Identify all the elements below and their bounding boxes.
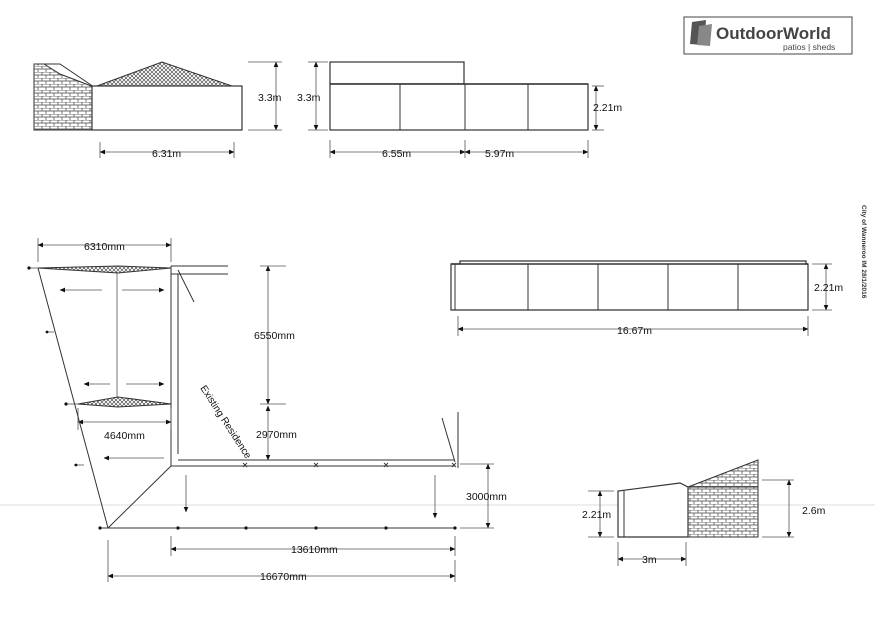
plan-offset-label: 2970mm: [256, 429, 297, 441]
end-left-height-label: 2.21m: [582, 509, 611, 521]
end-elevation: 2.21m 2.6m 3m: [582, 459, 826, 566]
patio-front-frame: [91, 85, 243, 131]
existing-house-outline: [329, 61, 465, 85]
plan-left-boundary: [37, 267, 109, 529]
end-house-brick-wall: [687, 486, 759, 538]
plan-corner-diagonal: [107, 465, 172, 529]
existing-house-brick-wall: [33, 63, 95, 131]
front-elevation: 6.31m 3.3m: [33, 61, 282, 160]
plan-depth-label: 3000mm: [466, 491, 507, 503]
plan-total-length-label: 16670mm: [260, 571, 307, 583]
long-width-label: 16.67m: [617, 325, 652, 337]
site-plan: 6310mm 4640mm 6550mm 2970mm: [27, 238, 507, 583]
plan-inner-length-label: 13610mm: [291, 544, 338, 556]
side-inner-height-label: 2.21m: [593, 102, 622, 114]
council-stamp: City of Wanneroo IM 28/1/2016: [860, 205, 867, 299]
existing-residence-label: Existing Residence: [197, 384, 253, 462]
long-elevation: 2.21m 16.67m: [450, 260, 843, 337]
company-logo: OutdoorWorld patios | sheds: [683, 16, 853, 55]
front-width-label: 6.31m: [152, 148, 181, 160]
plan-top-ridge: [37, 265, 172, 274]
logo-name: OutdoorWorld: [716, 24, 831, 43]
patio-side-frame: [329, 83, 589, 131]
wall-post-markers: [242, 462, 457, 468]
long-height-label: 2.21m: [814, 282, 843, 294]
side-width-b-label: 5.97m: [485, 148, 514, 160]
plan-lower-width-label: 4640mm: [104, 430, 145, 442]
patio-gable-roof: [96, 61, 233, 87]
end-right-height-label: 2.6m: [802, 505, 826, 517]
long-elevation-frame: [450, 260, 809, 311]
logo-mark-shade-icon: [697, 24, 712, 46]
side-outer-height-label: 3.3m: [297, 92, 321, 104]
end-patio-frame: [617, 482, 689, 538]
end-width-label: 3m: [642, 554, 657, 566]
plan-top-width-label: 6310mm: [84, 241, 125, 253]
front-height-label: 3.3m: [258, 92, 282, 104]
front-post-dots: [98, 526, 457, 530]
side-elevation: 3.3m 2.21m 6.55m 5.97m: [297, 61, 622, 160]
plan-lower-ridge: [77, 396, 172, 408]
plan-vertical-label: 6550mm: [254, 330, 295, 342]
side-width-a-label: 6.55m: [382, 148, 411, 160]
end-house-gable: [687, 459, 759, 488]
logo-frame: [683, 16, 853, 55]
logo-tagline: patios | sheds: [783, 42, 835, 52]
house-roof-outline: [34, 63, 95, 88]
